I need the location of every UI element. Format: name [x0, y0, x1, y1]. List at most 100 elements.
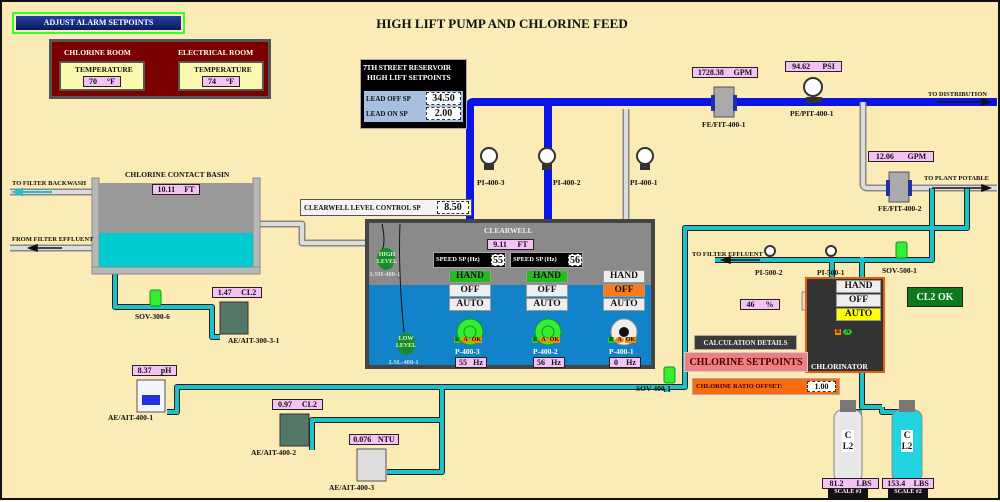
clearwell-sp-input[interactable]: 8.50 — [437, 201, 469, 214]
pump-3-speed-sp: SPEED SP (Hz) 55 — [433, 252, 506, 268]
scale-1-label: SCALE #1 — [828, 489, 868, 498]
chlorinator-off-button[interactable]: OFF — [836, 294, 881, 307]
chlorinator-auto-button[interactable]: AUTO — [836, 308, 881, 321]
pump-3-auto-button[interactable]: AUTO — [449, 298, 491, 311]
sov-400-1-valve[interactable]: SOV-400-1 — [636, 384, 671, 393]
chlorinator-panel: CHLORINATOR — [805, 277, 885, 373]
clearwell-level-sp-panel: CLEARWELL LEVEL CONTROL SP 8.50 — [300, 199, 472, 216]
adjust-alarm-setpoints-button[interactable]: ADJUST ALARM SETPOINTS — [12, 12, 185, 34]
setpoints-subtitle: HIGH LIFT SETPOINTS — [367, 73, 451, 82]
to-filter-effluent-label: TO FILTER EFFLUENT — [692, 251, 763, 258]
electrical-room-label: ELECTRICAL ROOM — [178, 48, 254, 57]
calculation-details-button[interactable]: CALCULATION DETAILS — [694, 335, 797, 350]
pump-3-speed-input[interactable]: 55 — [491, 254, 505, 266]
pump-2-auto-button[interactable]: AUTO — [526, 298, 568, 311]
fe-fit-400-1-tag: FE/FIT-400-1 — [702, 120, 746, 129]
lsl-tag: LSL-400-1 — [389, 359, 419, 366]
ratio-offset-input[interactable]: 1.00 — [807, 381, 836, 392]
ae-ait-400-3-tag: AE/AIT-400-3 — [329, 483, 375, 492]
page-title: HIGH LIFT PUMP AND CHLORINE FEED — [376, 16, 628, 31]
cylinder-1-label: CL2 — [842, 430, 854, 452]
pe-pit-400-1-tag: PE/PIT-400-1 — [790, 109, 834, 118]
temperature-label: TEMPERATURE — [194, 65, 252, 74]
basin-title: CHLORINE CONTACT BASIN — [125, 170, 230, 179]
scale-2-label: SCALE #2 — [888, 489, 928, 498]
fe-fit-400-2-tag: FE/FIT-400-2 — [878, 204, 922, 213]
sov-300-6-valve[interactable]: SOV-300-6 — [135, 312, 170, 321]
pump-1-auto-button[interactable]: AUTO — [603, 298, 645, 311]
chlorine-ratio-offset-panel: CHLORINE RATIO OFFSET: 1.00 — [692, 378, 840, 395]
pump-2-off-button[interactable]: OFF — [526, 284, 568, 297]
pump-1-off-button[interactable]: OFF — [603, 284, 645, 297]
from-filter-effluent-label: FROM FILTER EFFLUENT — [12, 236, 94, 243]
to-filter-backwash-label: TO FILTER BACKWASH — [12, 180, 87, 187]
pump-1-hand-button[interactable]: HAND — [603, 270, 645, 283]
sov-500-1-valve[interactable]: SOV-500-1 — [882, 266, 917, 275]
pump-3-tag: P-400-3 — [455, 347, 480, 356]
lsh-tag: LSH-400-1 — [370, 271, 401, 278]
chlorine-room-temp: 70°F — [83, 76, 121, 87]
lead-on-sp-input[interactable]: 2.00 — [426, 107, 461, 120]
lead-off-label: LEAD OFF SP — [366, 95, 411, 103]
low-level-float: LOW LEVEL — [395, 336, 417, 349]
pump-3-speed-label: SPEED SP (Hz) — [436, 256, 480, 263]
pi-400-2-tag: PI-400-2 — [553, 178, 581, 187]
pump-2-speed-sp: SPEED SP (Hz) 56 — [510, 252, 583, 268]
lead-on-label: LEAD ON SP — [366, 110, 408, 118]
ratio-offset-label: CHLORINE RATIO OFFSET: — [696, 383, 783, 390]
pi-400-1-tag: PI-400-1 — [630, 178, 658, 187]
room-temperature-panel: CHLORINE ROOM ELECTRICAL ROOM TEMPERATUR… — [49, 39, 271, 99]
ae-ait-400-1-tag: AE/AIT-400-1 — [108, 413, 154, 422]
pump-2-speed-label: SPEED SP (Hz) — [513, 256, 557, 263]
setpoints-title: 7TH STREET RESERVOIR — [363, 63, 451, 72]
ae-ait-300-3-1-tag: AE/AIT-300-3-1 — [228, 336, 280, 345]
chlorine-setpoints-button[interactable]: CHLORINE SETPOINTS — [684, 352, 808, 372]
high-lift-setpoints-panel: 7TH STREET RESERVOIR HIGH LIFT SETPOINTS… — [360, 59, 467, 129]
lead-off-sp-input[interactable]: 34.50 — [426, 92, 461, 105]
pump-2-hand-button[interactable]: HAND — [526, 270, 568, 283]
cylinder-2-label: CL2 — [901, 430, 913, 452]
pi-500-2-tag: PI-500-2 — [755, 268, 783, 277]
cl2-status-indicator: CL2 OK — [907, 287, 963, 307]
clearwell-title: CLEARWELL — [484, 226, 533, 235]
ae-ait-400-2-tag: AE/AIT-400-2 — [251, 448, 297, 457]
pump-3-hand-button[interactable]: HAND — [449, 270, 491, 283]
to-distribution-label: TO DISTRIBUTION — [928, 91, 987, 98]
chlorinator-hand-button[interactable]: HAND — [836, 280, 881, 293]
pump-2-tag: P-400-2 — [533, 347, 558, 356]
pump-3-off-button[interactable]: OFF — [449, 284, 491, 297]
high-level-float: HIGH LEVEL — [376, 252, 398, 265]
pi-400-3-tag: PI-400-3 — [477, 178, 505, 187]
clearwell-sp-label: CLEARWELL LEVEL CONTROL SP — [304, 204, 421, 212]
temperature-label: TEMPERATURE — [75, 65, 133, 74]
chlorinator-title: CHLORINATOR — [811, 362, 868, 371]
chlorine-room-label: CHLORINE ROOM — [64, 48, 131, 57]
pump-2-speed-input[interactable]: 56 — [568, 254, 582, 266]
chlorine-feed-percent: 46% — [740, 299, 780, 310]
pump-1-tag: P-400-1 — [609, 347, 634, 356]
pi-500-1-tag: PI-500-1 — [817, 268, 845, 277]
